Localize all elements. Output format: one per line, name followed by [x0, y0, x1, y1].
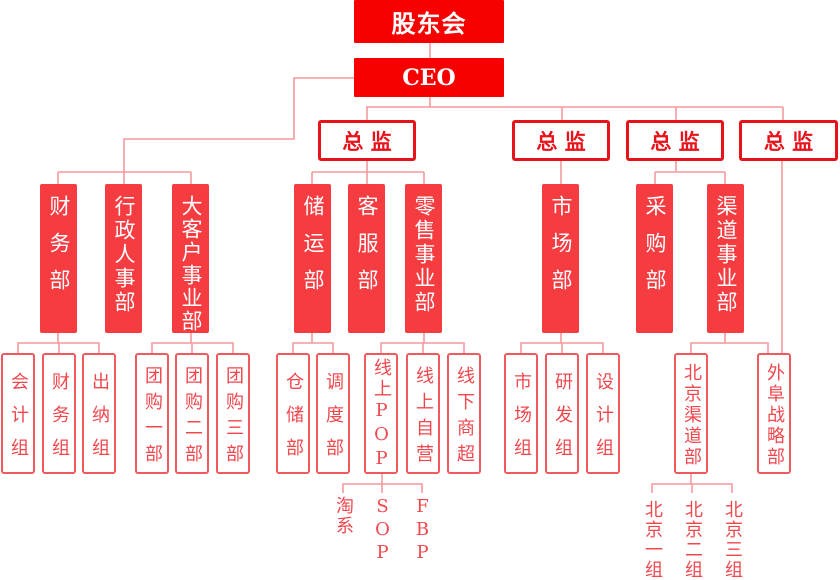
team-label: 出纳组 — [89, 371, 110, 471]
team-label: 线上POP — [371, 358, 392, 472]
department-label: 渠道事业部 — [714, 195, 738, 315]
team-cashier: 出纳组 — [82, 353, 116, 474]
director-node-3: 总 监 — [626, 120, 724, 161]
subteam-beijing-1: 北京一组 — [637, 500, 667, 580]
team-label: 仓储部 — [283, 371, 304, 471]
subteam-beijing-3: 北京三组 — [717, 500, 747, 580]
department-marketing: 市场部 — [542, 184, 579, 333]
ceo-node: CEO — [354, 58, 504, 97]
department-hr-admin: 行政人事部 — [105, 184, 142, 333]
team-dispatch: 调度部 — [316, 353, 350, 474]
team-beijing-channel: 北京渠道部 — [674, 353, 708, 474]
director-label: 总 监 — [536, 128, 586, 154]
team-online-self-operated: 线上自营 — [406, 353, 440, 474]
department-label: 采购部 — [643, 195, 667, 306]
team-label: 团购一部 — [142, 365, 163, 470]
subteam-label: 北京二组 — [682, 500, 703, 580]
director-node-4: 总 监 — [739, 120, 838, 161]
team-accounting: 会计组 — [1, 353, 35, 474]
connector-logistics-teams — [292, 342, 334, 353]
board-label: 股东会 — [391, 9, 467, 38]
director-label: 总 监 — [342, 128, 392, 154]
team-group-buy-2: 团购二部 — [175, 353, 209, 474]
department-key-accounts: 大客户事业部 — [172, 184, 209, 333]
subteam-taoxi: 淘系 — [328, 496, 358, 536]
director-node-1: 总 监 — [318, 120, 416, 161]
department-purchasing: 采购部 — [636, 184, 673, 333]
team-label: 研发组 — [552, 371, 573, 471]
department-channel: 渠道事业部 — [707, 184, 744, 333]
department-customer-service: 客服部 — [348, 184, 385, 333]
department-label: 大客户事业部 — [179, 195, 203, 333]
subteam-beijing-2: 北京二组 — [677, 500, 707, 580]
director-label: 总 监 — [650, 128, 700, 154]
connector-ceo-departments — [123, 77, 354, 184]
subteam-sop: SOP — [367, 496, 397, 565]
team-finance: 财务组 — [42, 353, 76, 474]
team-group-buy-1: 团购一部 — [135, 353, 169, 474]
subteam-label: SOP — [372, 496, 393, 565]
team-label: 财务组 — [49, 371, 70, 471]
team-label: 线上自营 — [413, 365, 434, 470]
team-label: 外阜战略部 — [764, 362, 785, 468]
subteam-fbp: FBP — [407, 496, 437, 565]
subteam-label: FBP — [412, 496, 433, 565]
department-finance: 财务部 — [40, 184, 77, 333]
subteam-label: 北京一组 — [642, 500, 663, 580]
team-label: 团购二部 — [182, 365, 203, 470]
department-label: 市场部 — [549, 195, 573, 306]
team-label: 设计组 — [593, 371, 614, 471]
subteam-label: 北京三组 — [722, 500, 743, 580]
team-label: 会计组 — [8, 371, 29, 471]
connector-channel-teams — [690, 342, 769, 353]
team-label: 调度部 — [323, 371, 344, 471]
team-online-pop: 线上POP — [364, 353, 398, 474]
team-external-strategy: 外阜战略部 — [757, 353, 791, 474]
department-logistics: 储运部 — [294, 184, 331, 333]
department-label: 客服部 — [355, 195, 379, 306]
department-label: 零售事业部 — [412, 195, 436, 315]
team-label: 团购三部 — [223, 365, 244, 470]
team-marketing: 市场组 — [504, 353, 538, 474]
team-label: 线下商超 — [454, 365, 475, 470]
team-offline-supermarket: 线下商超 — [447, 353, 481, 474]
department-label: 储运部 — [301, 195, 325, 306]
ceo-label: CEO — [402, 64, 456, 91]
subteam-label: 淘系 — [333, 496, 354, 536]
director-node-2: 总 监 — [512, 120, 610, 161]
team-warehouse: 仓储部 — [276, 353, 310, 474]
department-label: 行政人事部 — [112, 195, 136, 315]
team-label: 市场组 — [511, 371, 532, 471]
department-label: 财务部 — [47, 195, 71, 306]
director-label: 总 监 — [763, 128, 814, 154]
team-design: 设计组 — [586, 353, 620, 474]
team-rnd: 研发组 — [545, 353, 579, 474]
team-label: 北京渠道部 — [681, 362, 702, 468]
board-node: 股东会 — [354, 0, 504, 43]
department-retail: 零售事业部 — [405, 184, 442, 333]
team-group-buy-3: 团购三部 — [216, 353, 250, 474]
